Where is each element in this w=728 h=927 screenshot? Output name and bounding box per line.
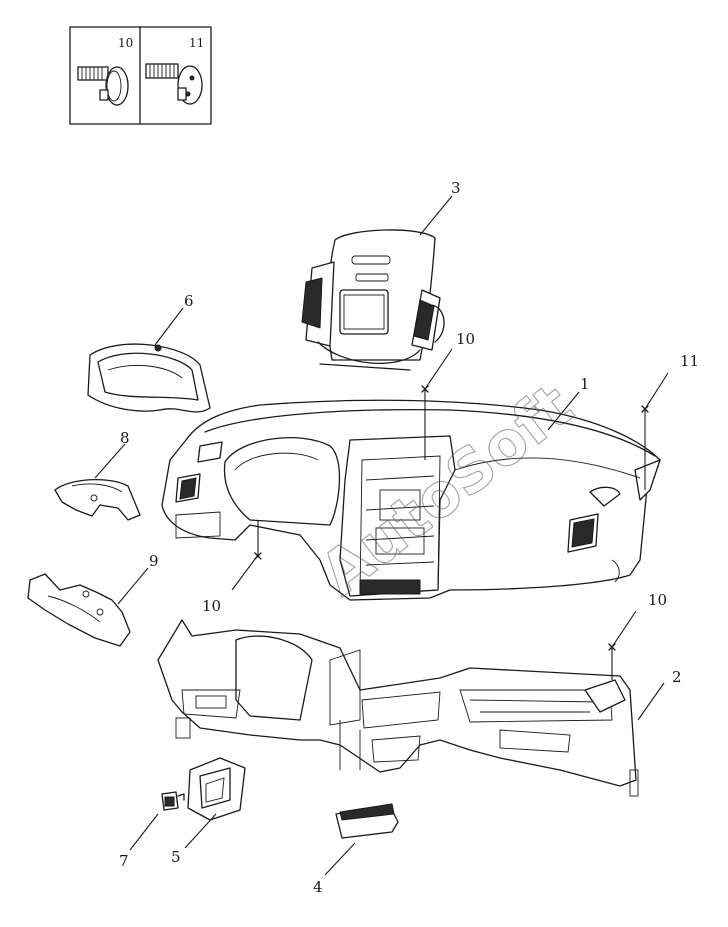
lower-shroud-part [27,573,131,647]
callout-9: 9 [149,552,159,570]
fastener-inset: 10 11 [69,26,212,125]
leader-lines [94,195,669,876]
callout-10-upper: 10 [456,330,475,348]
callout-6: 6 [184,292,194,310]
bolt-11-part [145,63,203,105]
callout-1: 1 [580,375,590,393]
callout-4: 4 [313,878,323,896]
clip-10-part [77,66,129,106]
cluster-hood-part [87,343,211,413]
callout-10-right: 10 [648,591,667,609]
instrument-panel-part [161,399,661,601]
callout-numbers: 1 2 3 4 5 6 7 8 9 10 10 10 11 [119,179,699,896]
callout-10-left: 10 [202,597,221,615]
inset-label-11: 11 [189,36,204,50]
upper-shroud-part [54,478,141,521]
switch-7-part [161,791,185,811]
callout-2: 2 [672,668,682,686]
lower-panel-part [157,619,639,797]
pocket-4-part [335,803,399,839]
center-display-part [301,229,445,371]
callout-3: 3 [451,179,461,197]
callout-8: 8 [120,429,130,447]
callout-5: 5 [171,848,181,866]
callout-7: 7 [119,852,129,870]
callout-11: 11 [680,352,699,370]
bracket-5-part [187,757,246,821]
inset-label-10: 10 [118,36,133,50]
